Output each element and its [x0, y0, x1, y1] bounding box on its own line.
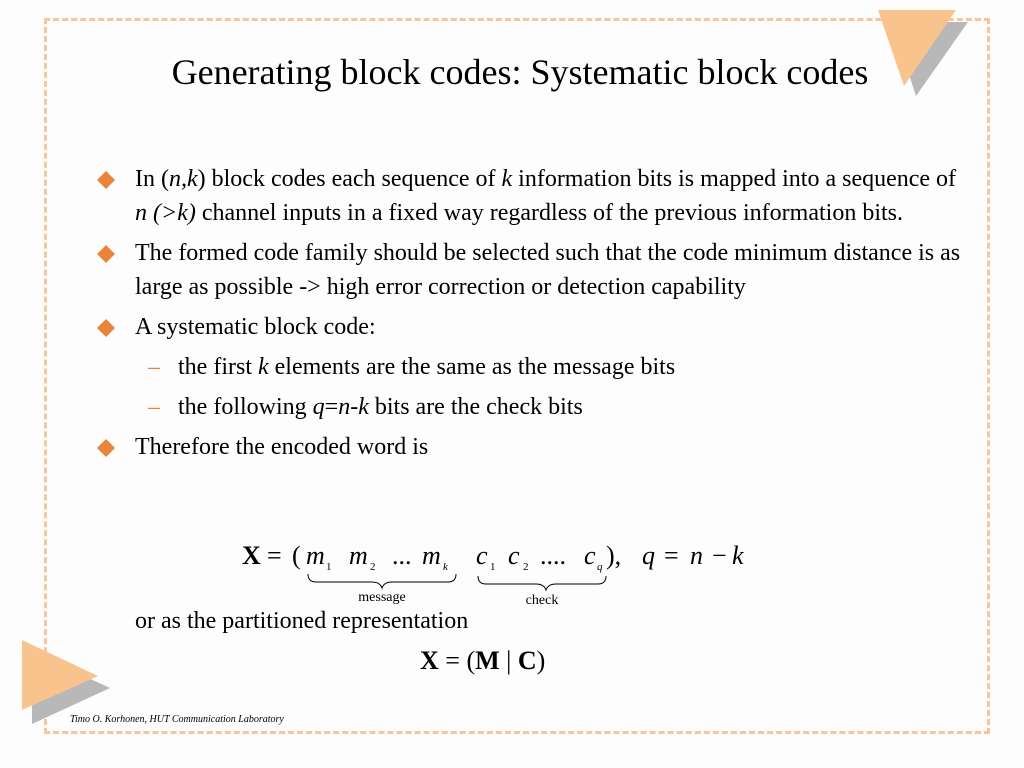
eq-subscript: 1	[490, 561, 496, 573]
text-segment: n-k	[338, 394, 369, 420]
eq-symbol: =	[267, 541, 282, 570]
eq-symbol: M	[475, 646, 500, 675]
text-segment: bits are the check bits	[368, 394, 583, 420]
eq-symbol: c	[584, 541, 596, 570]
bullet-list: In (n,k) block codes each sequence of k …	[96, 162, 966, 470]
message-underbrace	[307, 573, 457, 590]
diamond-bullet-icon	[97, 319, 115, 337]
eq-symbol: ),	[606, 541, 621, 570]
text-segment: k	[257, 354, 269, 380]
eq-symbol: )	[536, 646, 546, 675]
eq-symbol: m	[349, 541, 368, 570]
check-underbrace	[477, 575, 607, 592]
corner-triangle-bottom-left	[22, 640, 110, 724]
text-segment: the following	[178, 394, 313, 420]
eq-symbol: =	[664, 541, 679, 570]
eq-symbol: X	[242, 541, 261, 570]
bullet-text: Therefore the encoded word is	[135, 434, 429, 460]
eq-symbol: (	[292, 541, 301, 570]
text-segment: =	[324, 394, 339, 420]
corner-triangle-top-right	[878, 10, 968, 96]
eq-symbol: c	[476, 541, 488, 570]
bullet-item: Therefore the encoded word is	[96, 430, 966, 464]
bullet-item: The formed code family should be selecte…	[96, 236, 966, 304]
eq-symbol: c	[508, 541, 520, 570]
eq-symbol: =	[445, 646, 460, 675]
footer-credit: Timo O. Korhonen, HUT Communication Labo…	[70, 714, 284, 725]
bullet-text: In (n,k) block codes each sequence of k …	[135, 166, 956, 226]
dash-bullet-icon: –	[148, 354, 160, 380]
text-segment: channel inputs in a fixed way regardless…	[195, 200, 903, 226]
text-segment: k	[501, 166, 513, 192]
eq-symbol: |	[506, 646, 512, 675]
text-segment: information bits is mapped into a sequen…	[512, 166, 957, 192]
after-text-block: or as the partitioned representation	[96, 604, 966, 638]
bullet-item: A systematic block code:	[96, 310, 966, 344]
slide-title: Generating block codes: Systematic block…	[171, 52, 869, 92]
eq-symbol: m	[422, 541, 441, 570]
text-segment: In (	[135, 166, 169, 192]
eq-subscript: 2	[523, 561, 529, 573]
text-segment: the first	[178, 354, 258, 380]
slide-frame	[44, 18, 990, 734]
text-segment: n (>k)	[135, 200, 196, 226]
eq-subscript: 1	[326, 561, 332, 573]
text-segment: n,k	[168, 166, 198, 192]
bullet-item: In (n,k) block codes each sequence of k …	[96, 162, 966, 230]
dash-bullet-icon: –	[148, 394, 160, 420]
eq-symbol: C	[517, 646, 537, 675]
bullet-text: The formed code family should be selecte…	[135, 240, 961, 300]
eq-subscript: 2	[370, 561, 376, 573]
text-segment: q	[312, 394, 325, 420]
sub-bullet-item: – the first k elements are the same as t…	[96, 350, 966, 384]
eq-symbol: k	[732, 541, 744, 570]
eq-subscript: q	[597, 561, 603, 573]
bullet-text: A systematic block code:	[135, 314, 376, 340]
eq-symbol: −	[712, 541, 727, 570]
eq-symbol: X	[420, 646, 439, 675]
after-text: or as the partitioned representation	[135, 608, 469, 634]
encoded-word-equation: X = ( m m ... m c c .... c ), q = n − k …	[242, 541, 744, 608]
eq-subscript: k	[443, 561, 449, 573]
eq-symbol: q	[642, 541, 655, 570]
text-segment: elements are the same as the message bit…	[268, 354, 676, 380]
diamond-bullet-icon	[97, 439, 115, 457]
diamond-bullet-icon	[97, 171, 115, 189]
eq-symbol: n	[690, 541, 703, 570]
eq-symbol: ....	[540, 541, 566, 570]
sub-bullet-item: – the following q=n-k bits are the check…	[96, 390, 966, 424]
eq-symbol: m	[306, 541, 325, 570]
check-label: check	[526, 593, 559, 608]
eq-symbol: (	[466, 646, 476, 675]
diamond-bullet-icon	[97, 245, 115, 263]
partitioned-equation: X = (M | C)	[420, 646, 545, 676]
message-label: message	[358, 590, 405, 605]
text-segment: ) block codes each sequence of	[197, 166, 502, 192]
eq-symbol: ...	[392, 541, 412, 570]
